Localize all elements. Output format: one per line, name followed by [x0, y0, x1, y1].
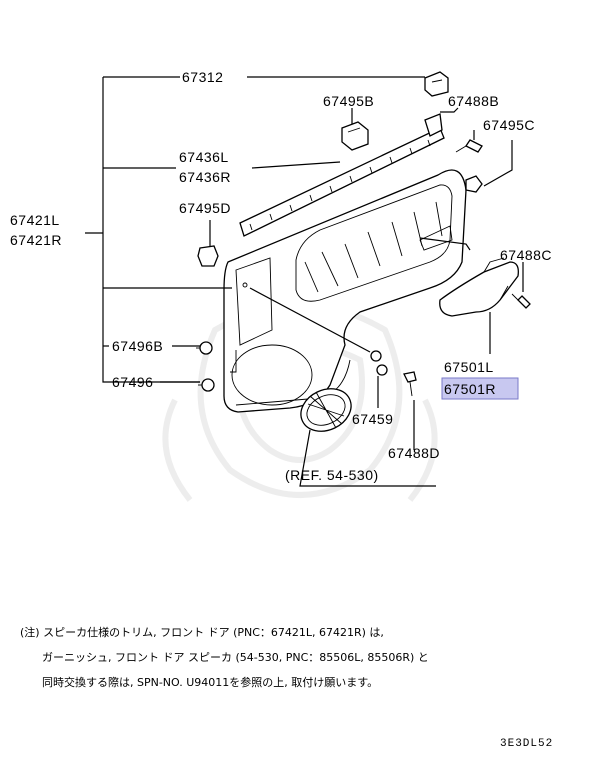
label-67436l: 67436L: [179, 149, 229, 165]
label-67488b: 67488B: [448, 93, 499, 109]
screw-67488b: [455, 139, 483, 153]
grommet-67459: [370, 350, 388, 376]
label-67421r: 67421R: [10, 232, 62, 248]
label-67488d: 67488D: [388, 445, 440, 461]
clip-67496b: [196, 341, 213, 355]
label-67495c: 67495C: [483, 117, 535, 133]
label-67312: 67312: [182, 69, 223, 85]
label-ref: (REF. 54-530): [285, 467, 379, 483]
label-67436r: 67436R: [179, 169, 231, 185]
clip-67312: [424, 71, 449, 97]
label-67496: 67496: [112, 374, 153, 390]
clip-67495d: [197, 245, 219, 267]
footnote-line-3: 同時交換する際は, SPN-NO. U94011を参照の上, 取付け願います。: [42, 676, 379, 689]
label-67496b: 67496B: [112, 338, 163, 354]
footnote-line-1: (注) スピーカ仕様のトリム, フロント ドア (PNC：67421L, 674…: [20, 626, 384, 639]
label-67459: 67459: [352, 411, 393, 427]
door-trim-panel: [223, 169, 467, 413]
label-67421l: 67421L: [10, 212, 60, 228]
pull-handle-67501: [439, 257, 519, 317]
weatherstrip-part: [239, 113, 445, 237]
clip-67495b: [341, 121, 369, 151]
clip-67496: [198, 378, 215, 392]
label-67495d: 67495D: [179, 200, 231, 216]
drawing-code: 3E3DL52: [500, 738, 554, 750]
footnote-line-2: ガーニッシュ, フロント ドア スピーカ (54-530, PNC：85506L…: [42, 651, 429, 664]
label-67501r: 67501R: [444, 381, 496, 397]
leader-lines: [85, 76, 524, 487]
screw-67488d: [403, 371, 417, 397]
screw-67488c: [511, 293, 531, 309]
speaker-grille: [300, 388, 352, 432]
footnote: (注) スピーカ仕様のトリム, フロント ドア (PNC：67421L, 674…: [20, 620, 590, 695]
clip-67495c: [465, 175, 483, 193]
label-67488c: 67488C: [500, 247, 552, 263]
highlight-67501r: [441, 377, 519, 400]
label-67495b: 67495B: [323, 93, 374, 109]
label-67501l: 67501L: [444, 359, 494, 375]
